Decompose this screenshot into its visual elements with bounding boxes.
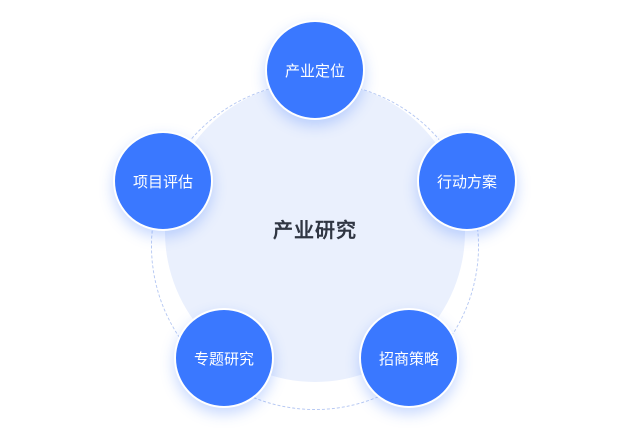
node-investment-strategy[interactable]: 招商策略 xyxy=(359,308,459,408)
node-action-plan[interactable]: 行动方案 xyxy=(417,131,517,231)
node-industry-positioning[interactable]: 产业定位 xyxy=(265,20,365,120)
node-special-research[interactable]: 专题研究 xyxy=(174,308,274,408)
center-label: 产业研究 xyxy=(273,218,357,242)
node-project-evaluation[interactable]: 项目评估 xyxy=(113,131,213,231)
